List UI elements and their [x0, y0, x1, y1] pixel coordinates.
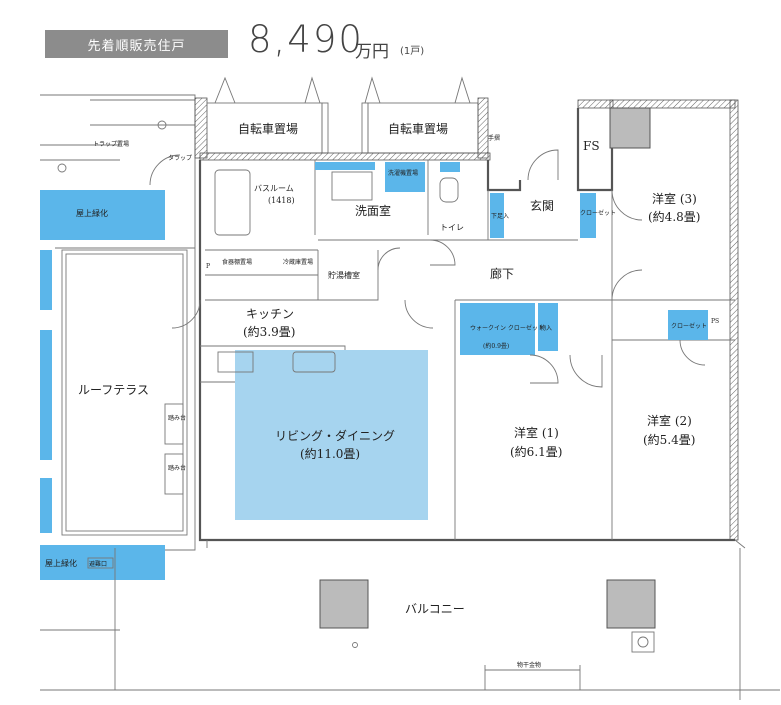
bicycle-2-label: 自転車置場: [388, 122, 448, 136]
living-label: リビング・ダイニング: [275, 428, 395, 443]
rooftop-green-strip-1: [40, 250, 52, 310]
doors: [171, 149, 706, 388]
living-highlight: [235, 350, 428, 520]
western-1-label: 洋室 (1): [514, 425, 559, 440]
kitchen-size: (約3.9畳): [243, 324, 295, 339]
price-note: (1戸): [400, 46, 425, 57]
step-2-box: [164, 453, 184, 495]
trap-label: トラップ置場: [93, 140, 129, 148]
walls: [198, 99, 746, 549]
bicycle-area: [194, 76, 489, 159]
roof-terrace-outline: [40, 94, 196, 580]
rooftop-green-strip-3: [40, 478, 52, 533]
balcony-label: バルコニー: [405, 602, 465, 616]
washer-label: 洗濯機置場: [388, 169, 418, 177]
ps-label: PS: [711, 318, 719, 325]
toilet-label: トイレ: [440, 223, 464, 232]
western-3-size: (約4.8畳): [648, 209, 700, 224]
closet-2-label: クローゼット: [671, 322, 707, 330]
western-2-size: (約5.4畳): [643, 432, 695, 447]
roof-terrace-label: ルーフテラス: [78, 383, 149, 397]
laundry-pole-label: 物干金物: [517, 661, 541, 669]
bathroom-size: (1418): [268, 196, 295, 205]
rooftop-green-2-label: 屋上緑化: [45, 558, 77, 568]
price-value: 8,490: [248, 18, 364, 61]
closet-3-label: クローゼット: [580, 209, 616, 217]
handrail-label: 手摺: [488, 134, 500, 142]
entrance-label: 玄関: [530, 198, 554, 213]
rooftop-green-1-area: [40, 190, 165, 240]
shoe-closet-label: 下足入: [491, 213, 509, 220]
bicycle-1-label: 自転車置場: [238, 122, 298, 136]
walk-in-label: ウォークイン クローゼット: [470, 324, 544, 332]
trap-2-label: タラップ: [168, 154, 192, 162]
walk-in-size: (約0.9畳): [483, 342, 509, 350]
western-1-size: (約6.1畳): [510, 444, 562, 459]
water-heater-label: 貯湯槽室: [328, 270, 360, 280]
storage-label: 物入: [540, 324, 552, 332]
p-label: P: [206, 263, 210, 270]
rooftop-green-1-label: 屋上緑化: [76, 208, 108, 218]
small-label: 避難口: [89, 560, 107, 568]
price-unit: 万円: [355, 42, 389, 62]
living-size: (約11.0畳): [300, 446, 360, 461]
step-1-box: [164, 403, 184, 445]
step-2-label: 踏み台: [168, 464, 186, 472]
rooftop-green-strip-2: [40, 330, 52, 460]
western-3-label: 洋室 (3): [652, 191, 697, 206]
type-badge: 先着順販売住戸: [45, 30, 228, 58]
fridge-label: 冷蔵庫置場: [283, 258, 313, 266]
bathroom-label: バスルーム: [254, 184, 294, 193]
kitchen-label: キッチン: [246, 307, 294, 321]
western-2-label: 洋室 (2): [647, 413, 692, 428]
pantry-label: 食器棚置場: [222, 258, 252, 266]
fs-label: FS: [583, 139, 600, 153]
rooftop-green-2-area: [40, 545, 165, 580]
washroom-label: 洗面室: [355, 203, 391, 218]
corridor-label: 廊下: [490, 266, 514, 281]
storage-highlights: [217, 162, 708, 520]
balcony-area: [40, 548, 780, 700]
step-1-label: 踏み台: [168, 414, 186, 422]
